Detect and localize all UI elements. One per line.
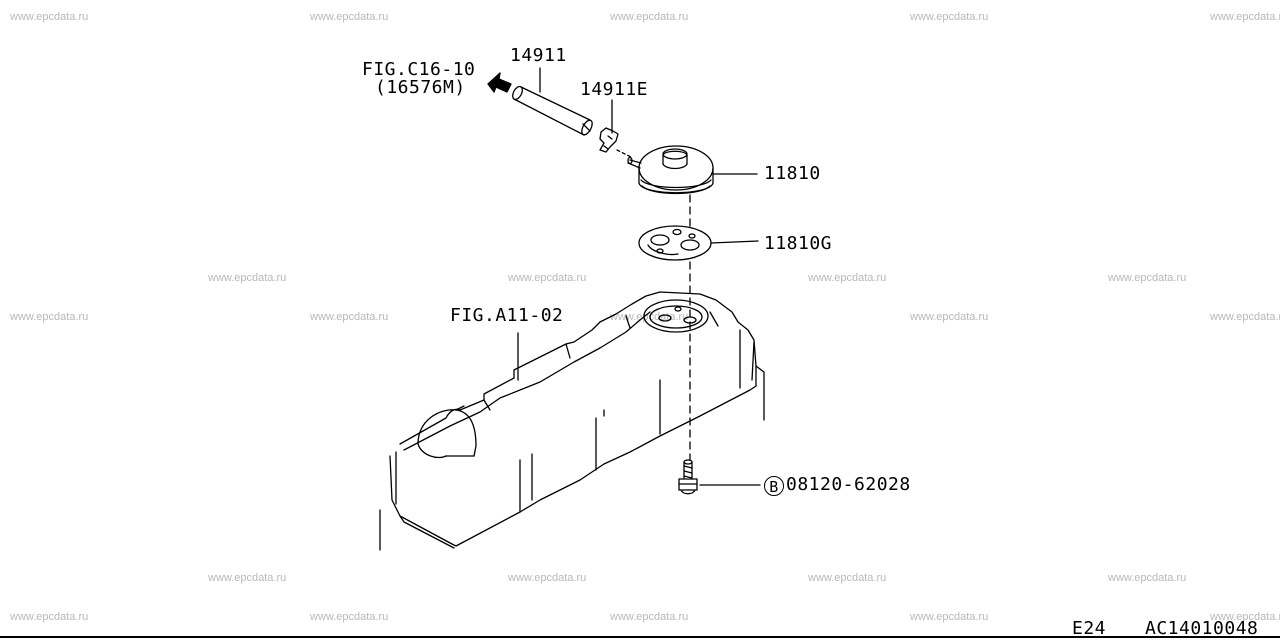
engine-code: E24 [1072, 618, 1107, 639]
label-bolt-part: 08120-62028 [786, 474, 911, 495]
watermark: www.epcdata.ru [10, 311, 89, 323]
hose-14911 [512, 85, 593, 136]
watermark: www.epcdata.ru [310, 311, 389, 323]
label-part-11810g: 11810G [764, 233, 833, 254]
label-fig-c16-10: FIG.C16-10 [362, 59, 476, 80]
bolt-08120-62028 [678, 459, 698, 495]
oil-filler-cap-11810 [638, 145, 714, 195]
diagram-code: AC14010048 [1145, 618, 1259, 639]
watermark: www.epcdata.ru [310, 11, 389, 23]
rocker-cover [379, 291, 765, 551]
watermark: www.epcdata.ru [1210, 611, 1280, 623]
watermark: www.epcdata.ru [1108, 572, 1187, 584]
bolt-symbol: B [764, 476, 784, 496]
bottom-rule [0, 636, 1280, 638]
watermark: www.epcdata.ru [808, 572, 887, 584]
label-fig-c16-10-sub: (16576M) [375, 77, 466, 98]
gasket-11810g [638, 225, 712, 261]
watermark: www.epcdata.ru [910, 311, 989, 323]
watermark: www.epcdata.ru [1108, 272, 1187, 284]
clip-14911e [599, 127, 619, 153]
label-part-14911e: 14911E [580, 79, 649, 100]
watermark: www.epcdata.ru [910, 611, 989, 623]
label-part-11810: 11810 [764, 163, 821, 184]
leader-11810g [710, 240, 759, 244]
watermark: www.epcdata.ru [508, 272, 587, 284]
watermark: www.epcdata.ru [208, 572, 287, 584]
watermark: www.epcdata.ru [610, 11, 689, 23]
nozzle-end [627, 156, 633, 165]
label-part-14911: 14911 [510, 45, 567, 66]
watermark: www.epcdata.ru [610, 611, 689, 623]
reference-arrow [487, 72, 512, 93]
watermark: www.epcdata.ru [1210, 11, 1280, 23]
watermark: www.epcdata.ru [508, 572, 587, 584]
watermark: www.epcdata.ru [310, 611, 389, 623]
watermark: www.epcdata.ru [208, 272, 287, 284]
watermark: www.epcdata.ru [808, 272, 887, 284]
dashed-connector [616, 149, 634, 159]
watermark: www.epcdata.ru [910, 11, 989, 23]
watermark: www.epcdata.ru [10, 611, 89, 623]
watermark: www.epcdata.ru [10, 11, 89, 23]
watermark: www.epcdata.ru [1210, 311, 1280, 323]
label-fig-a11-02: FIG.A11-02 [450, 305, 564, 326]
